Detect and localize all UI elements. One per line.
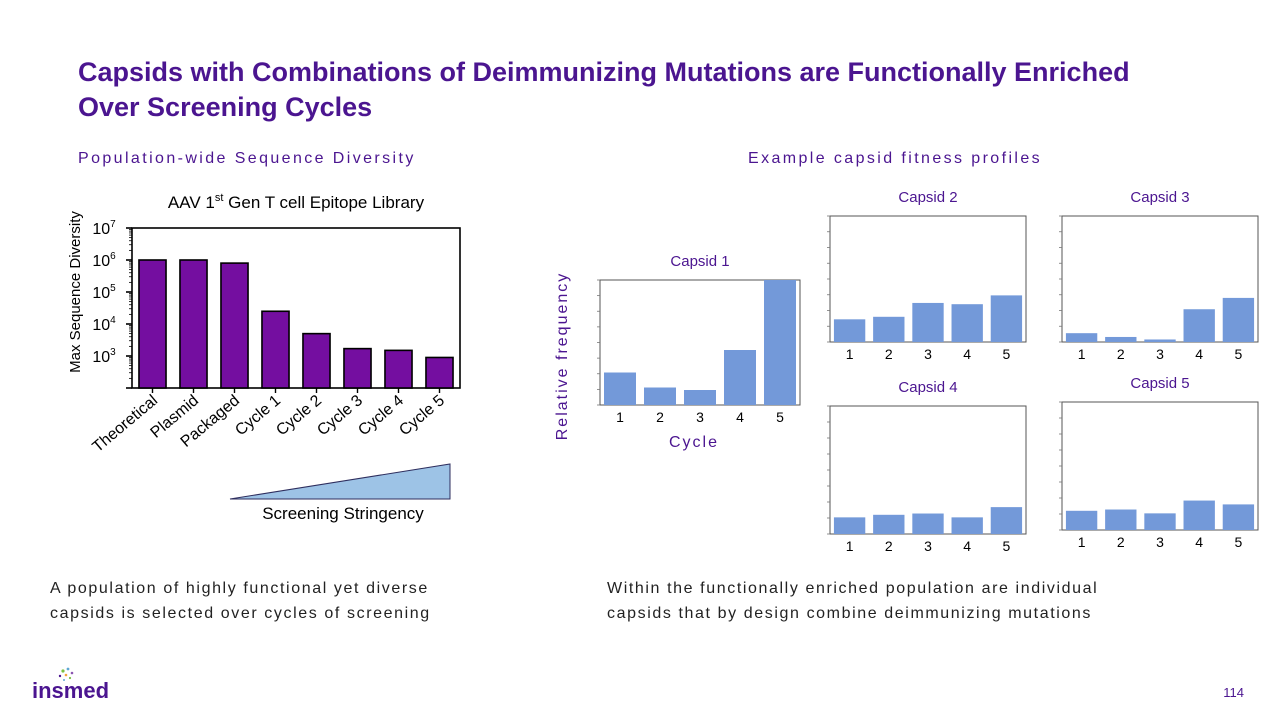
y-tick-label: 107 [92, 219, 116, 238]
capsid-1-bar-1 [604, 372, 636, 405]
x-tick-label: 3 [924, 538, 932, 554]
capsid-5-bar-5 [1222, 504, 1255, 530]
capsid-5-bar-2 [1105, 509, 1137, 530]
bar-packaged [220, 262, 249, 389]
capsid-5-bar-4 [1183, 500, 1215, 530]
left-plot-frame [131, 227, 461, 389]
capsid-4-bar-1 [833, 517, 866, 534]
bar-cycle-3 [343, 347, 372, 389]
capsid-3-bar-1 [1065, 333, 1098, 342]
x-tick-label: 5 [1003, 538, 1011, 554]
capsid-4-bar-5 [990, 507, 1023, 534]
capsid-5-bar-1 [1065, 510, 1098, 530]
x-tick-label: 4 [963, 346, 971, 362]
bar-plasmid [179, 259, 208, 389]
capsid-5-title: Capsid 5 [1130, 375, 1189, 392]
x-tick-label: 3 [1156, 346, 1164, 362]
x-tick-label: 2 [885, 538, 893, 554]
capsid-1-bar-3 [684, 390, 716, 405]
capsid-3-bar-3 [1144, 339, 1176, 342]
right-caption-line-2: capsids that by design combine deimmuniz… [607, 605, 1093, 622]
capsid-5-bar-3 [1144, 513, 1176, 530]
capsid-2-bar-2 [873, 316, 905, 342]
capsid-2-bar-5 [990, 295, 1023, 342]
x-axis-label: Cycle [669, 434, 719, 451]
capsid-2-bar-4 [951, 304, 983, 342]
right-caption: Within the functionally enriched populat… [607, 576, 1098, 626]
x-tick-label: 5 [1235, 534, 1243, 550]
x-tick-label: Cycle 5 [396, 392, 448, 439]
x-tick-label: 3 [924, 346, 932, 362]
x-tick-label: Cycle 4 [355, 392, 407, 439]
left-caption-line-2: capsids is selected over cycles of scree… [50, 605, 431, 622]
x-tick-label: 5 [1003, 346, 1011, 362]
x-tick-label: 4 [1195, 346, 1203, 362]
x-tick-label: 5 [1235, 346, 1243, 362]
x-tick-label: 3 [1156, 534, 1164, 550]
x-tick-label: Cycle 2 [273, 392, 325, 439]
x-tick-label: 2 [1117, 346, 1125, 362]
capsid-1-bar-5 [764, 280, 796, 405]
bar-cycle-5 [425, 356, 454, 389]
left-subhead: Population-wide Sequence Diversity [78, 150, 416, 167]
logo-dots-icon [58, 667, 74, 681]
x-tick-label: 2 [656, 409, 664, 425]
capsid-3-bar-5 [1222, 297, 1255, 342]
insmed-logo: insmed [32, 667, 109, 703]
stringency-label: Screening Stringency [262, 504, 424, 523]
bar-cycle-1 [261, 310, 290, 389]
logo-text: insmed [32, 678, 109, 703]
capsid-3-bar-2 [1105, 336, 1137, 342]
slide-title: Capsids with Combinations of Deimmunizin… [78, 57, 1130, 122]
y-tick-label: 105 [92, 283, 116, 302]
capsid-2-bar-1 [833, 319, 866, 342]
x-tick-label: 4 [1195, 534, 1203, 550]
x-tick-label: 5 [776, 409, 784, 425]
capsid-4-bar-2 [873, 514, 905, 534]
x-tick-label: 1 [846, 346, 854, 362]
y-axis-label: Relative frequency [554, 272, 571, 441]
x-tick-label: Theoretical [90, 392, 162, 456]
left-chart-title: AAV 1st Gen T cell Epitope Library [168, 192, 425, 212]
left-caption-line-1: A population of highly functional yet di… [50, 580, 429, 597]
capsid-2-title: Capsid 2 [898, 189, 957, 206]
x-tick-label: 1 [1078, 534, 1086, 550]
bar-theoretical [138, 259, 167, 389]
bar-cycle-2 [302, 332, 331, 389]
x-tick-label: 1 [846, 538, 854, 554]
capsid-1-bar-2 [644, 387, 676, 405]
right-caption-line-1: Within the functionally enriched populat… [607, 580, 1099, 597]
left-y-axis-label: Max Sequence Diversity [67, 211, 84, 373]
stringency-wedge [229, 463, 451, 500]
capsid-3-title: Capsid 3 [1130, 189, 1189, 206]
x-tick-label: Cycle 1 [232, 392, 284, 439]
y-tick-label: 103 [92, 347, 116, 366]
x-tick-label: 2 [885, 346, 893, 362]
x-tick-label: 4 [736, 409, 744, 425]
bar-cycle-4 [384, 349, 413, 389]
right-subhead: Example capsid fitness profiles [748, 150, 1043, 167]
y-tick-label: 106 [92, 251, 116, 270]
capsid-2-bar-3 [912, 302, 944, 342]
y-tick-label: 104 [92, 315, 116, 334]
capsid-4-bar-3 [912, 513, 944, 534]
capsid-1-bar-4 [724, 350, 756, 405]
x-tick-label: 1 [1078, 346, 1086, 362]
capsid-4-title: Capsid 4 [898, 379, 957, 396]
capsid-4-bar-4 [951, 517, 983, 534]
x-tick-label: 4 [963, 538, 971, 554]
x-tick-label: 2 [1117, 534, 1125, 550]
x-tick-label: Cycle 3 [314, 392, 366, 439]
capsid-1-title: Capsid 1 [670, 253, 729, 270]
left-caption: A population of highly functional yet di… [50, 576, 431, 626]
x-tick-label: 3 [696, 409, 704, 425]
page-number: 114 [1223, 685, 1244, 700]
x-tick-label: 1 [616, 409, 624, 425]
capsid-3-bar-4 [1183, 309, 1215, 342]
